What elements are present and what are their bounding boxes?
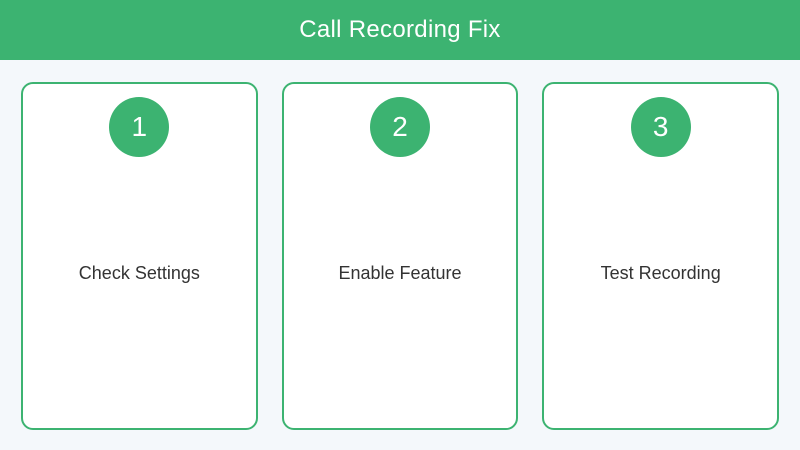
- steps-container: 1 Check Settings 2 Enable Feature 3 Test…: [0, 60, 800, 430]
- page: Call Recording Fix 1 Check Settings 2 En…: [0, 0, 800, 430]
- step-1-label: Check Settings: [78, 263, 200, 283]
- step-1-number-badge: 1: [109, 97, 170, 157]
- step-card-2: 2 Enable Feature: [281, 82, 519, 430]
- step-3-number-badge: 3: [630, 97, 691, 157]
- step-2-label: Enable Feature: [338, 263, 462, 283]
- step-card-1: 1 Check Settings: [21, 82, 258, 430]
- step-card-3: 3 Test Recording: [542, 82, 780, 430]
- page-title: Call Recording Fix: [299, 16, 501, 43]
- step-3-label: Test Recording: [600, 263, 721, 283]
- step-1-number: 1: [131, 111, 148, 142]
- step-2-number: 2: [392, 111, 408, 142]
- step-2-number-badge: 2: [370, 97, 430, 157]
- step-3-number: 3: [652, 111, 669, 142]
- header-bar: Call Recording Fix: [0, 0, 800, 60]
